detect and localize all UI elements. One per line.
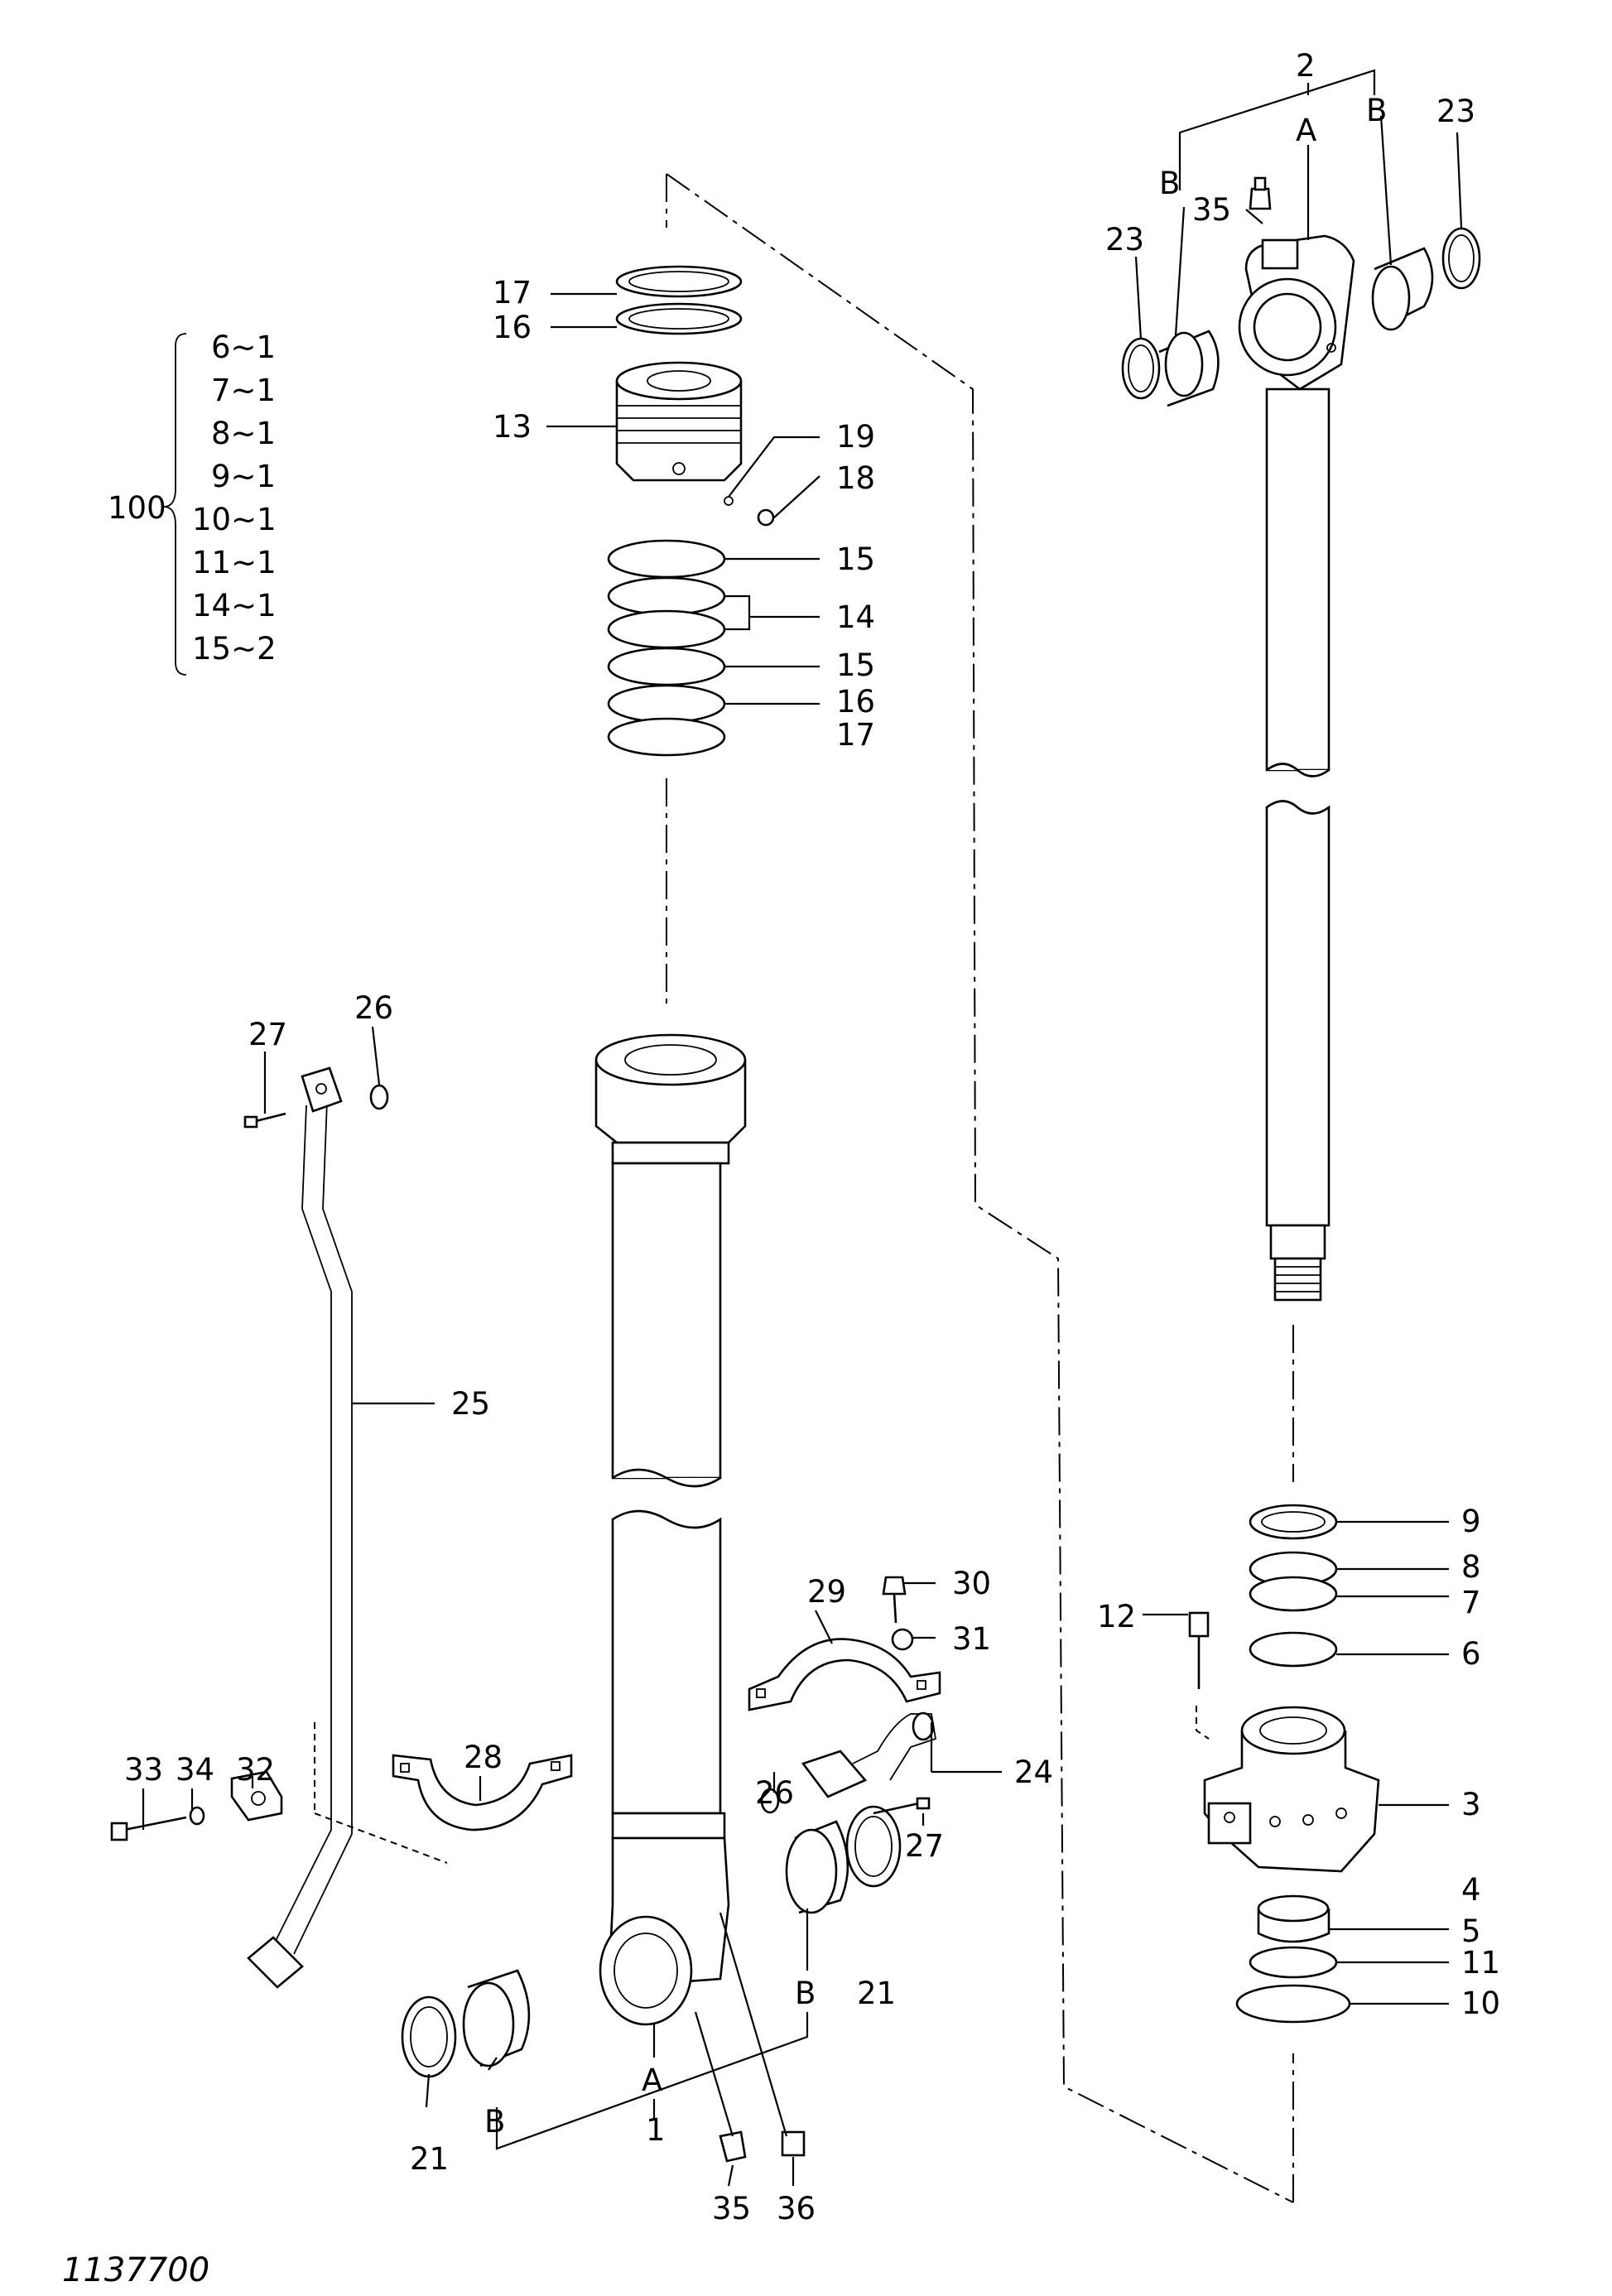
figure-id: 1137700 xyxy=(62,2251,209,2289)
kit-item: 14~1 xyxy=(192,588,277,623)
leader-lines xyxy=(142,69,1463,2187)
callout-A-top: A xyxy=(1296,113,1316,148)
callout-16-top: 16 xyxy=(493,310,532,345)
kit-item: 6~1 xyxy=(211,330,276,365)
callout-33: 33 xyxy=(124,1752,163,1788)
clamp-assembly-left xyxy=(110,1770,283,1841)
rod-head xyxy=(1188,1504,1380,2024)
callout-B-bottom-right: B xyxy=(795,1976,816,2011)
callout-19: 19 xyxy=(836,419,875,455)
callout-13: 13 xyxy=(493,409,532,445)
kit-bracket xyxy=(163,333,187,676)
piston-rod xyxy=(1238,234,1355,1302)
pipe-assembly xyxy=(243,1066,389,1989)
kit-item: 11~1 xyxy=(192,545,277,580)
callout-14: 14 xyxy=(836,599,875,635)
callout-4: 4 xyxy=(1461,1872,1481,1908)
band-28 xyxy=(392,1754,573,1832)
kit-item: 7~1 xyxy=(211,373,276,408)
callout-18: 18 xyxy=(836,460,875,496)
callout-17-b: 17 xyxy=(836,717,875,753)
callout-A-bottom: A xyxy=(642,2063,662,2098)
callout-23-right: 23 xyxy=(1436,94,1475,129)
callout-6: 6 xyxy=(1461,1636,1481,1672)
callout-21-right: 21 xyxy=(857,1976,896,2011)
callout-23-left: 23 xyxy=(1105,222,1144,258)
part-callouts: 2 A B B 23 23 35 17 16 13 19 18 15 14 15… xyxy=(124,48,1500,2226)
callout-2: 2 xyxy=(1296,48,1316,84)
callout-30: 30 xyxy=(952,1566,991,1601)
callout-15-a: 15 xyxy=(836,542,875,577)
kit-item: 8~1 xyxy=(211,416,276,451)
callout-17-top: 17 xyxy=(493,275,532,310)
kit-item: 10~1 xyxy=(192,502,277,537)
kit-label: 100 xyxy=(108,490,166,526)
cylinder-barrel xyxy=(594,1033,747,2026)
callout-35-bottom: 35 xyxy=(712,2191,751,2226)
band-29 xyxy=(748,1576,941,1711)
callout-B-bottom-left: B xyxy=(484,2104,505,2140)
piston-stack xyxy=(607,265,775,757)
callout-12: 12 xyxy=(1097,1599,1136,1634)
callout-36: 36 xyxy=(777,2191,816,2226)
callout-27-mid: 27 xyxy=(905,1828,944,1864)
callout-21-left: 21 xyxy=(410,2141,449,2177)
callout-32: 32 xyxy=(236,1752,275,1788)
callout-26-top: 26 xyxy=(354,990,393,1026)
callout-7: 7 xyxy=(1461,1585,1481,1620)
kit-item: 9~1 xyxy=(211,459,276,494)
callout-11: 11 xyxy=(1461,1945,1500,1981)
flange-24 xyxy=(760,1711,937,1815)
callout-34: 34 xyxy=(176,1752,214,1788)
callout-10: 10 xyxy=(1461,1986,1500,2021)
kit-item: 15~2 xyxy=(192,631,277,667)
assembly-lines xyxy=(314,173,1294,2203)
callout-27-top: 27 xyxy=(248,1017,287,1052)
callout-3: 3 xyxy=(1461,1787,1481,1822)
callout-1: 1 xyxy=(646,2112,666,2148)
callout-B-top-left: B xyxy=(1159,166,1180,201)
callout-8: 8 xyxy=(1461,1549,1481,1585)
callout-25: 25 xyxy=(451,1386,490,1422)
callout-5: 5 xyxy=(1461,1913,1481,1949)
callout-35-top: 35 xyxy=(1192,192,1231,228)
rod-eye-bushings xyxy=(1121,176,1481,407)
callout-26-mid: 26 xyxy=(755,1775,794,1811)
callout-16-b: 16 xyxy=(836,684,875,720)
kit-group-labels: 100 6~1 7~1 8~1 9~1 10~1 11~1 14~1 15~2 xyxy=(108,330,277,667)
callout-B-top-right: B xyxy=(1366,93,1387,128)
callout-31: 31 xyxy=(952,1621,991,1657)
callout-9: 9 xyxy=(1461,1504,1481,1539)
callout-29: 29 xyxy=(807,1574,846,1610)
callout-15-b: 15 xyxy=(836,647,875,683)
callout-24: 24 xyxy=(1014,1754,1053,1790)
callout-28: 28 xyxy=(464,1740,503,1775)
